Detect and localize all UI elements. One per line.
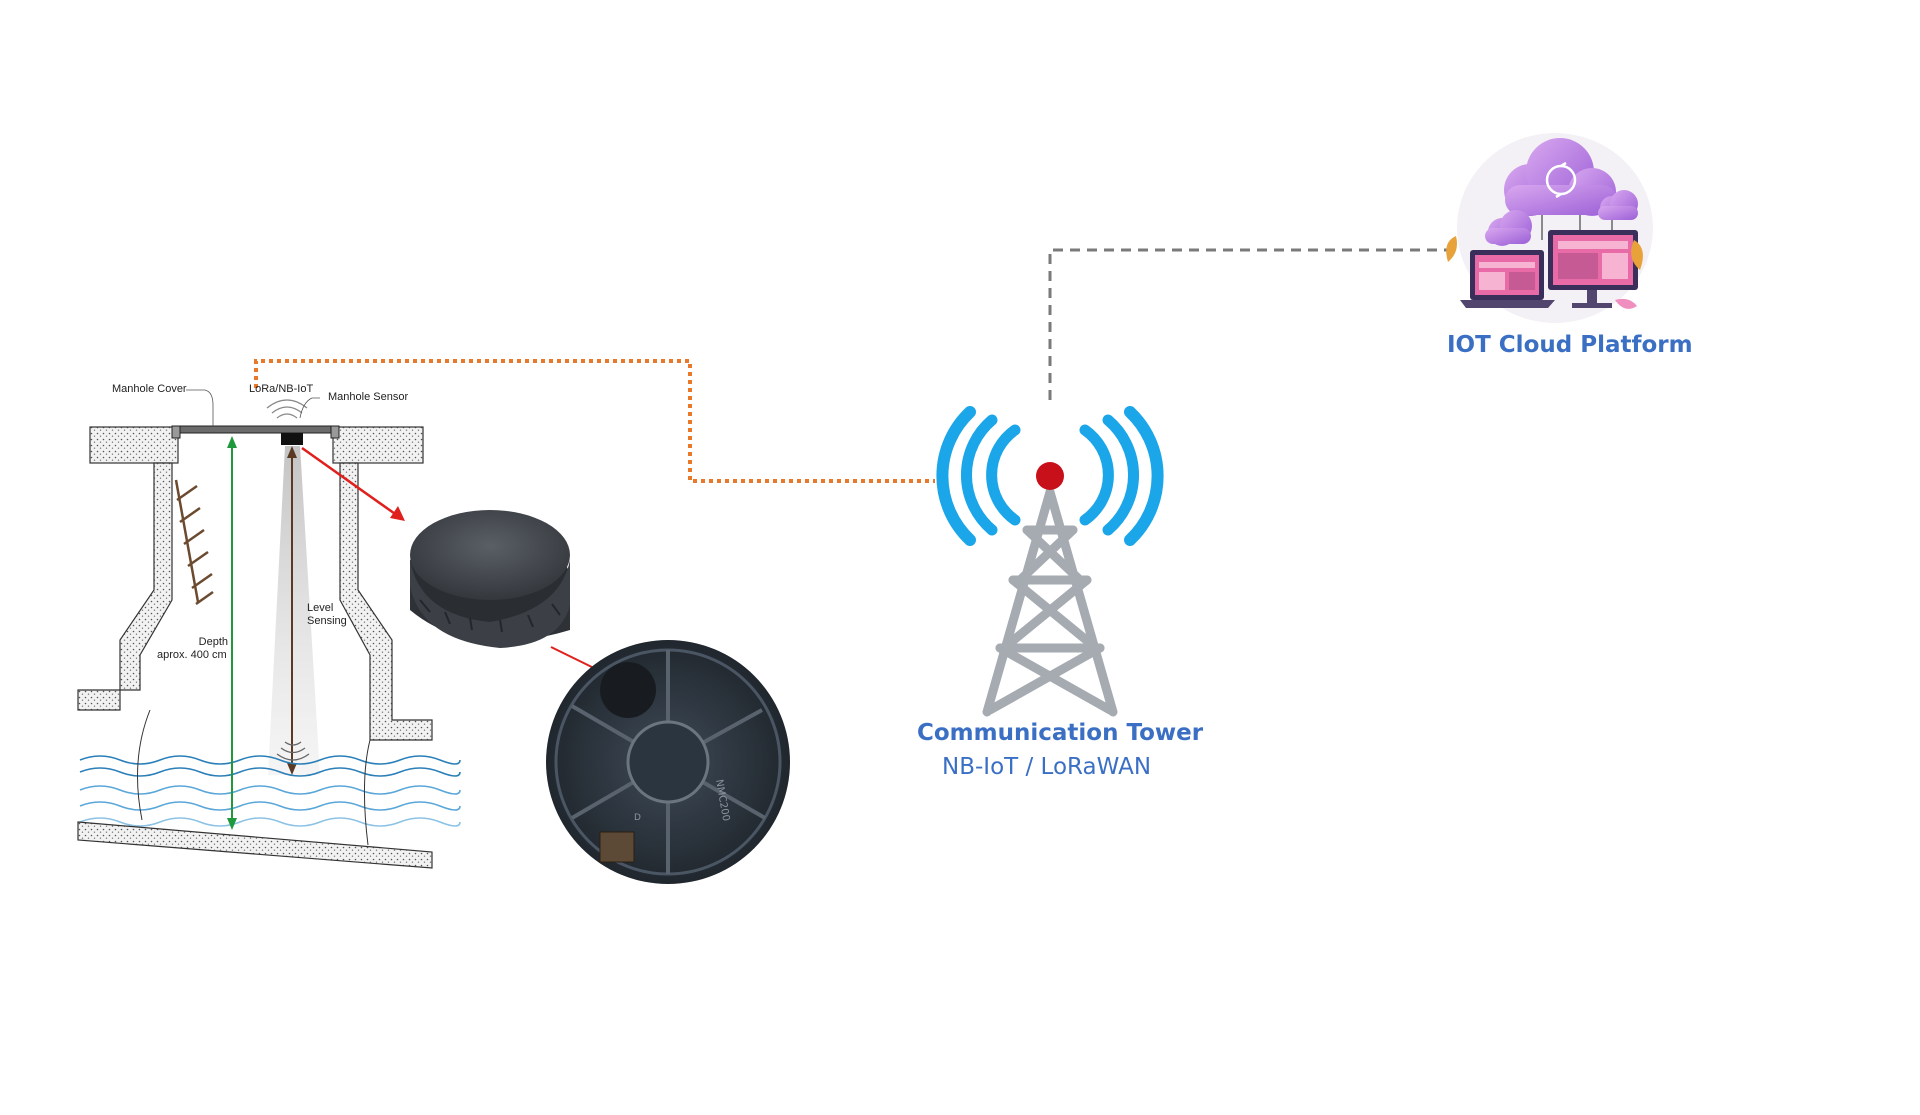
manhole-cover-label: Manhole Cover (112, 383, 187, 395)
depth-label-line1: Depth (198, 636, 228, 648)
depth-label: Depth (188, 636, 228, 649)
cloud-platform-title: IOT Cloud Platform (1447, 332, 1693, 358)
road-slab-right (332, 426, 424, 464)
link-device-to-tower (254, 359, 935, 483)
depth-arrow (227, 436, 237, 830)
manhole-cover (177, 425, 334, 434)
road-slab-left (89, 426, 179, 464)
underside-marking-letter: D (634, 813, 641, 823)
tower-subtitle: NB-IoT / LoRaWAN (942, 754, 1152, 780)
shaft-wall-left (77, 462, 173, 711)
cloud-platform-icon (1446, 133, 1653, 323)
manhole-sensor-label: Manhole Sensor (328, 391, 409, 403)
tower-title: Communication Tower (917, 720, 1204, 746)
level-sensing-beam (268, 446, 320, 775)
sensor-device-photo (410, 510, 570, 648)
shaft-wall-right (339, 462, 433, 741)
manhole-sensor-block (281, 433, 303, 445)
sensor-underside-photo: NMC200 D (546, 640, 790, 884)
level-sensing-label-line2: Sensing (307, 615, 347, 627)
link-tower-to-cloud (1048, 248, 1468, 400)
lora-nbiot-label: LoRa/NB-IoT (249, 383, 314, 395)
echo-signal-icon (276, 741, 310, 761)
level-sensing-label: Level Sensing (307, 602, 347, 628)
manhole-cross-section (77, 389, 461, 869)
depth-value-label: aprox. 400 cm (157, 649, 227, 661)
sewer-water (79, 755, 461, 827)
sewer-floor (77, 821, 433, 869)
communication-tower-icon (936, 406, 1164, 717)
level-sensing-label-line1: Level (307, 602, 334, 614)
ladder (174, 479, 214, 606)
radio-signal-icon (266, 399, 308, 419)
beacon-light (1036, 462, 1064, 490)
